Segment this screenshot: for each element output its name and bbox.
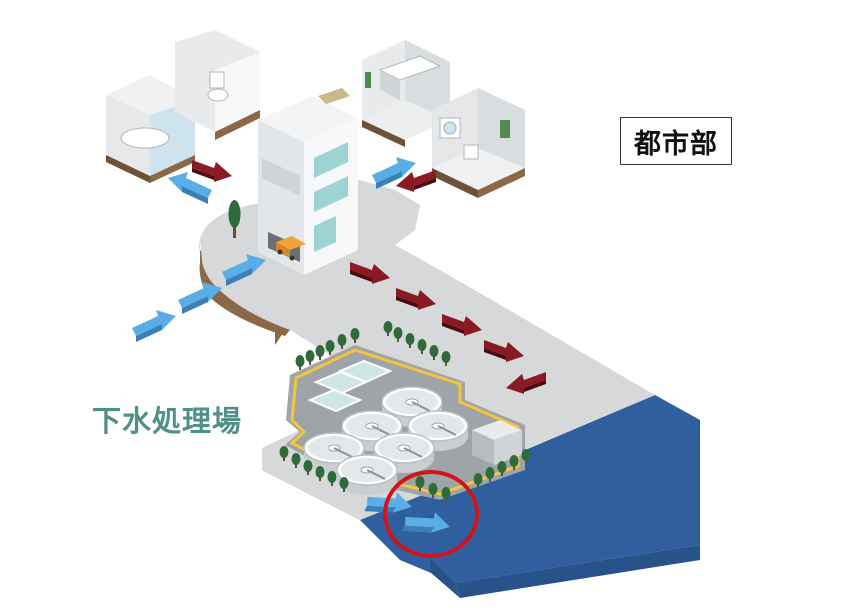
sea (360, 395, 700, 598)
kitchen-room (362, 40, 450, 147)
arrow-down-right-icon (192, 160, 232, 182)
laundry-room (432, 88, 525, 198)
car-icon (276, 236, 306, 261)
arrow-right-icon (132, 310, 176, 342)
settling-basins (307, 359, 393, 413)
urban-area-label: 都市部 (620, 117, 732, 165)
treatment-plant-label: 下水処理場 (92, 404, 243, 438)
treatment-plant (279, 321, 531, 502)
bathroom-room (106, 30, 260, 183)
central-building (258, 88, 358, 275)
discharge-highlight-circle (383, 470, 479, 558)
tree-icon (228, 200, 241, 238)
